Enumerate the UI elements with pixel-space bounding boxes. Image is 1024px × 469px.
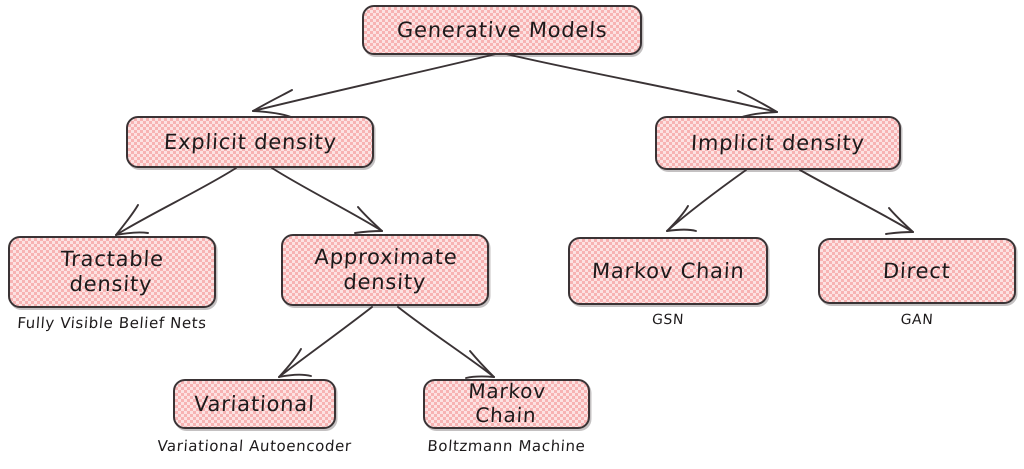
node-implicit-density-label: Implicit density [690, 130, 866, 155]
caption-variational-autoencoder: Variational Autoencoder [156, 437, 353, 455]
node-markov-chain-implicit[interactable]: Markov Chain [568, 237, 768, 305]
node-markov-chain-approximate[interactable]: Markov Chain [423, 379, 590, 429]
edge-root-to-implicit [501, 52, 778, 119]
node-direct[interactable]: Direct [818, 238, 1016, 304]
edge-root-to-explicit [252, 52, 501, 118]
node-approximate-density-label: Approximate density [313, 245, 458, 294]
node-generative-models-label: Generative Models [396, 17, 608, 42]
caption-gan: GAN [900, 312, 934, 328]
caption-boltzmann-machine: Boltzmann Machine [426, 437, 587, 455]
node-direct-label: Direct [882, 258, 952, 283]
node-implicit-density[interactable]: Implicit density [655, 116, 901, 170]
node-markov-chain-approximate-label: Markov Chain [467, 379, 547, 427]
edge-approximate-to-variational [278, 306, 373, 378]
edge-approximate-to-markov-bottom [397, 306, 495, 379]
edge-explicit-to-approximate [271, 167, 383, 234]
edge-implicit-to-markov-right [666, 169, 747, 232]
edge-explicit-to-tractable [115, 167, 237, 236]
caption-fully-visible-belief-nets: Fully Visible Belief Nets [16, 314, 208, 332]
node-markov-chain-implicit-label: Markov Chain [591, 258, 745, 283]
node-variational[interactable]: Variational [173, 379, 336, 429]
edge-implicit-to-direct [799, 169, 914, 235]
caption-gsn: GSN [651, 312, 685, 328]
node-explicit-density[interactable]: Explicit density [126, 116, 374, 168]
node-tractable-density[interactable]: Tractable density [8, 236, 216, 308]
node-tractable-density-label: Tractable density [60, 247, 165, 296]
node-explicit-density-label: Explicit density [163, 129, 338, 154]
node-generative-models[interactable]: Generative Models [362, 5, 642, 55]
node-approximate-density[interactable]: Approximate density [281, 234, 489, 306]
node-variational-label: Variational [193, 391, 316, 416]
